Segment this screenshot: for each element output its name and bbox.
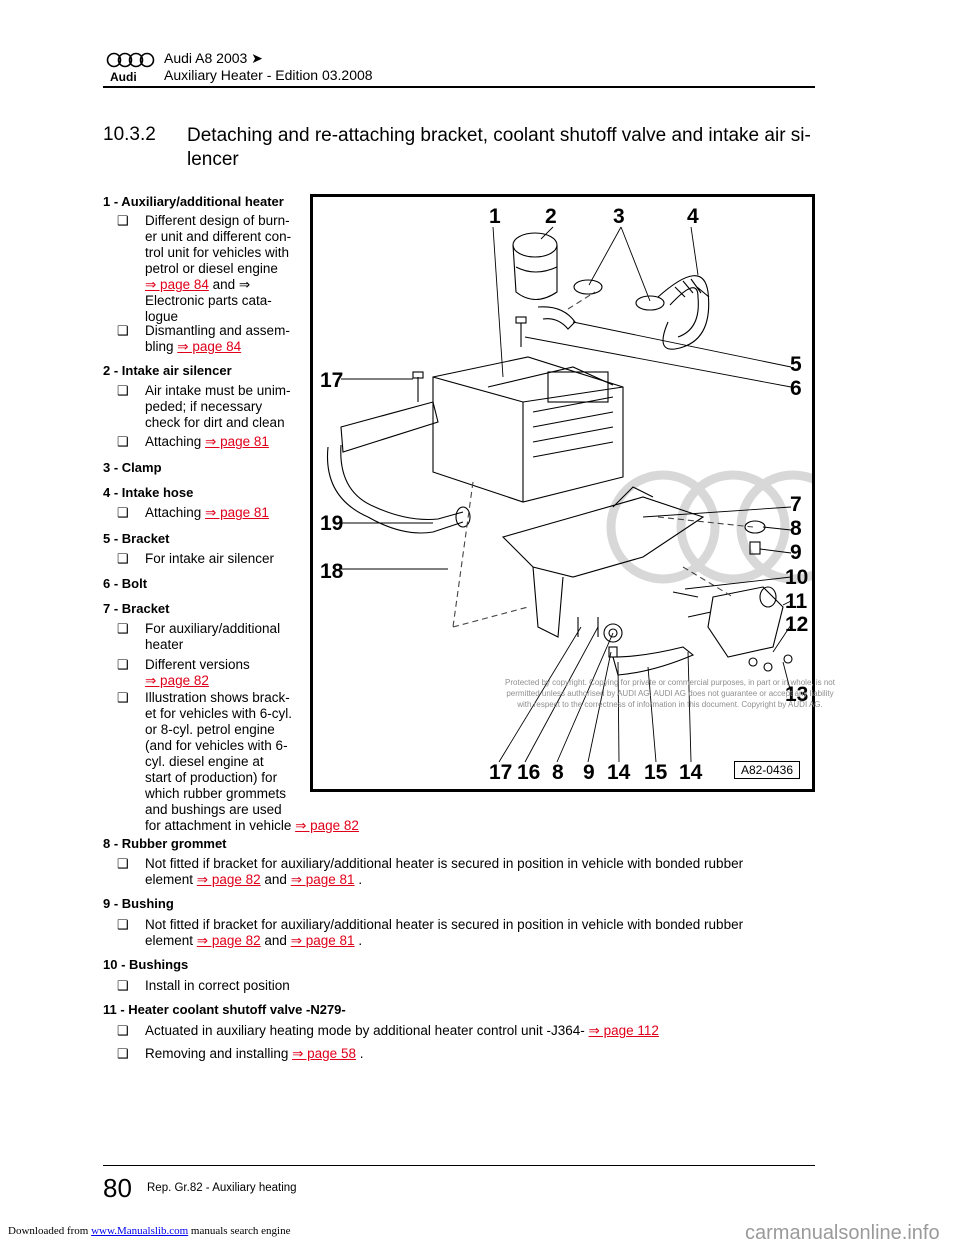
figure-label: 19	[320, 512, 344, 535]
figure-label: 3	[613, 205, 625, 228]
manualslib-link[interactable]: www.Manualslib.com	[91, 1225, 189, 1237]
page-link[interactable]: ⇒ page 81	[290, 872, 355, 887]
item-title: 6 - Bolt	[103, 576, 148, 591]
figure-label: 9	[583, 761, 595, 784]
figure-label: 14	[679, 761, 703, 784]
item-title: 1 - Auxiliary/additional heater	[103, 194, 284, 209]
page-link[interactable]: ⇒ page 58	[292, 1046, 356, 1061]
bullet-item: ❑ Removing and installing ⇒ page 58 .	[117, 1046, 364, 1061]
exploded-diagram: 1 2 3 4 5 6 7 8 9 10 11 12 13 17 19 18 1…	[310, 194, 815, 792]
copyright-watermark: Protected by copyright. Copying for priv…	[505, 678, 835, 709]
item-title: 11 - Heater coolant shutoff valve -N279-	[103, 1002, 346, 1017]
figure-label: 13	[785, 683, 809, 706]
bullet-item: ❑ For auxiliary/additional heater	[117, 621, 281, 652]
item-title: 10 - Bushings	[103, 957, 189, 972]
page-link[interactable]: ⇒ page 82	[145, 673, 209, 688]
checkbox-icon: ❑	[117, 1046, 129, 1061]
page-link[interactable]: ⇒ page 82	[295, 818, 359, 833]
page-link[interactable]: ⇒ page 112	[588, 1023, 659, 1038]
checkbox-icon: ❑	[117, 690, 129, 705]
figure-label: 8	[552, 761, 564, 784]
bullet-item: ❑ For intake air silencer	[117, 551, 275, 566]
checkbox-icon: ❑	[117, 1023, 129, 1038]
bullet-item: ❑ Air intake must be unim- peded; if nec…	[117, 383, 291, 430]
checkbox-icon: ❑	[117, 323, 129, 338]
figure-label: 4	[687, 205, 699, 228]
checkbox-icon: ❑	[117, 383, 129, 398]
download-banner: Downloaded from www.Manualslib.com manua…	[8, 1225, 291, 1237]
page-link[interactable]: ⇒ page 84	[177, 339, 242, 354]
checkbox-icon: ❑	[117, 434, 129, 449]
bullet-item: ❑ Install in correct position	[117, 978, 290, 993]
header-model: Audi A8 2003 ➤	[164, 50, 263, 66]
figure-code: A82-0436	[733, 761, 800, 779]
bullet-item: ❑ Not fitted if bracket for auxiliary/ad…	[117, 917, 744, 948]
figure-label: 8	[790, 517, 802, 540]
footer-section: Rep. Gr.82 - Auxiliary heating	[147, 1182, 297, 1194]
figure-label: 2	[545, 205, 557, 228]
page-link[interactable]: ⇒ page 81	[290, 933, 355, 948]
checkbox-icon: ❑	[117, 505, 129, 520]
checkbox-icon: ❑	[117, 621, 129, 636]
figure-label: 11	[785, 590, 808, 613]
checkbox-icon: ❑	[117, 856, 129, 871]
item-title: 5 - Bracket	[103, 531, 170, 546]
bullet-item: ❑ Illustration shows brack- et for vehic…	[117, 690, 359, 833]
audi-wordmark: Audi	[110, 70, 137, 84]
carmanualsonline-brand: carmanualsonline.info	[745, 1222, 940, 1244]
bullet-item: ❑ Different versions ⇒ page 82	[117, 657, 250, 688]
page-link[interactable]: ⇒ page 81	[205, 505, 269, 520]
header-subtitle: Auxiliary Heater - Edition 03.2008	[164, 67, 373, 83]
item-title: 4 - Intake hose	[103, 485, 194, 500]
figure-label: 18	[320, 560, 344, 583]
bullet-item: ❑ Attaching ⇒ page 81	[117, 434, 269, 449]
checkbox-icon: ❑	[117, 978, 129, 993]
header-rule	[103, 86, 815, 88]
figure-label: 12	[785, 613, 809, 636]
bullet-item: ❑ Actuated in auxiliary heating mode by …	[117, 1023, 659, 1038]
page-link[interactable]: ⇒ page 82	[196, 872, 261, 887]
diagram-drawing	[326, 226, 812, 763]
bullet-item: ❑ Dismantling and assem- bling ⇒ page 84	[117, 323, 290, 354]
item-title: 8 - Rubber grommet	[103, 836, 227, 851]
checkbox-icon: ❑	[117, 917, 129, 932]
item-title: 9 - Bushing	[103, 896, 174, 911]
figure-label: 16	[517, 761, 541, 784]
bullet-item: ❑ Different design of burn- er unit and …	[117, 213, 292, 324]
figure-label: 17	[320, 369, 344, 392]
footer-rule	[103, 1165, 815, 1166]
checkbox-icon: ❑	[117, 551, 129, 566]
figure-label: 9	[790, 541, 802, 564]
item-title: 2 - Intake air silencer	[103, 363, 232, 378]
figure-label: 15	[644, 761, 668, 784]
page-link[interactable]: ⇒ page 82	[196, 933, 261, 948]
page-number: 80	[103, 1173, 132, 1203]
checkbox-icon: ❑	[117, 657, 129, 672]
bullet-item: ❑ Not fitted if bracket for auxiliary/ad…	[117, 856, 744, 887]
page-link[interactable]: ⇒ page 81	[205, 434, 269, 449]
figure-label: 6	[790, 377, 802, 400]
figure-label: 17	[489, 761, 513, 784]
section-title: Detaching and re-attaching bracket, cool…	[187, 125, 811, 170]
item-title: 3 - Clamp	[103, 460, 162, 475]
figure-label: 10	[785, 566, 809, 589]
audi-rings-logo: Audi	[106, 52, 156, 84]
figure-label: 5	[790, 353, 802, 376]
section-number: 10.3.2	[103, 124, 156, 145]
checkbox-icon: ❑	[117, 213, 129, 228]
item-title: 7 - Bracket	[103, 601, 170, 616]
figure-label: 7	[790, 493, 802, 516]
bullet-item: ❑ Attaching ⇒ page 81	[117, 505, 269, 520]
figure-label: 14	[607, 761, 631, 784]
page-link[interactable]: ⇒ page 84	[145, 277, 209, 292]
figure-label: 1	[489, 205, 501, 228]
